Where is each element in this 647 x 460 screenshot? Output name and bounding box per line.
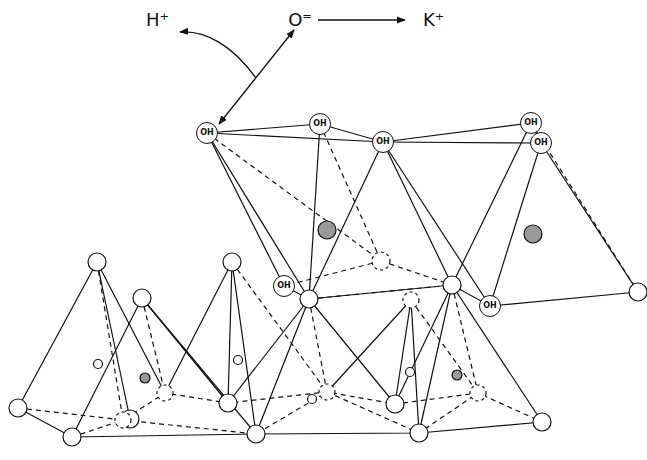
bond-line (18, 408, 542, 437)
bond-line (419, 285, 542, 433)
atom-circle (300, 290, 318, 308)
tetrahedral-sheet (18, 262, 542, 437)
atom-circle (443, 276, 461, 294)
atoms (9, 221, 647, 446)
bond-line (327, 300, 419, 433)
hydroxyl-label: OH (376, 138, 390, 146)
atom-circle (88, 253, 106, 271)
atom-circle (524, 225, 542, 243)
atom-circle (247, 425, 265, 443)
ion-label: H⁺ (145, 11, 170, 29)
hydroxyl-circle: OH (309, 113, 331, 135)
ion-label: K⁺ (422, 11, 445, 29)
bond-line (72, 298, 228, 437)
bond-line (309, 124, 320, 299)
hydroxyl-label: OH (524, 119, 538, 127)
bond-line (228, 299, 309, 403)
bond-line (309, 142, 383, 299)
atom-circle (629, 283, 647, 301)
bond-line (219, 30, 294, 124)
hydroxyl-circle: OH (273, 275, 295, 297)
atom-circle (234, 356, 243, 365)
hydroxyl-circle: OH (372, 131, 394, 153)
bond-line (531, 123, 638, 292)
bond-line (411, 300, 478, 393)
atom-circle (157, 385, 173, 401)
hydroxyl-circle: OH (520, 112, 542, 134)
ion-label: O⁼ (287, 11, 313, 29)
atom-circle (219, 394, 237, 412)
bond-line (309, 299, 327, 392)
bond-line (18, 262, 165, 408)
bond-line (541, 143, 638, 292)
atom-circle (115, 412, 131, 428)
bond-line (97, 262, 130, 419)
bond-line (97, 262, 123, 420)
octahedral-sheet (207, 123, 638, 306)
bond-line (207, 133, 284, 286)
atom-circle (133, 289, 151, 307)
bond-line (383, 142, 541, 143)
bond-line (383, 142, 490, 306)
atom-circle (319, 384, 335, 400)
atom-circle (372, 252, 390, 270)
atom-circle (223, 253, 241, 271)
bond-line (452, 123, 531, 285)
atom-circle (410, 424, 428, 442)
bond-line (318, 19, 405, 20)
atom-circle (9, 399, 27, 417)
reaction-arrows (180, 20, 405, 124)
bond-line (207, 133, 309, 299)
atom-circle (308, 395, 317, 404)
bond-line (256, 299, 395, 434)
bond-line (490, 143, 541, 306)
atom-circle (533, 413, 551, 431)
hydroxyl-label: OH (483, 302, 497, 310)
hydroxyl-circle: OH (530, 132, 552, 154)
atom-circle (318, 221, 336, 239)
bond-line (207, 133, 383, 142)
bond-line (180, 32, 256, 78)
bond-line (142, 298, 256, 434)
hydroxyl-circle: OH (196, 122, 218, 144)
bond-line (383, 142, 452, 285)
bond-line (381, 261, 452, 285)
atom-circle (452, 370, 462, 380)
atom-circle (470, 385, 486, 401)
bond-line (165, 262, 232, 403)
hydroxyl-label: OH (200, 129, 214, 137)
bond-line (207, 133, 381, 261)
atom-circle (403, 292, 419, 308)
bond-line (395, 285, 452, 404)
atom-circle (406, 368, 415, 377)
hydroxyl-label: OH (313, 120, 327, 128)
hydroxyl-circle: OH (479, 295, 501, 317)
bond-line (18, 392, 542, 422)
atom-circle (140, 373, 150, 383)
atom-circle (94, 360, 103, 369)
hydroxyl-label: OH (277, 282, 291, 290)
hydroxyl-label: OH (534, 139, 548, 147)
atom-circle (386, 395, 404, 413)
atom-circle (63, 428, 81, 446)
bond-line (452, 285, 478, 393)
